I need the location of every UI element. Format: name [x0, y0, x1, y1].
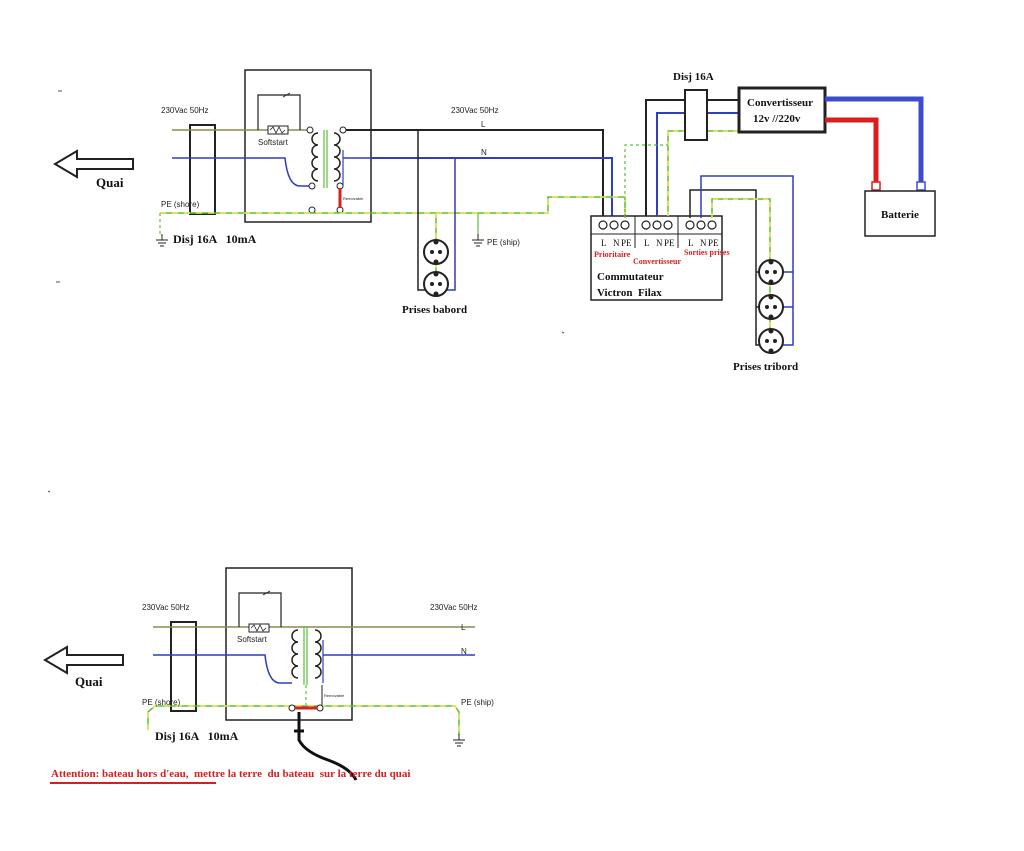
terminal-label: L: [688, 238, 694, 248]
converter-label-2: 12v //220v: [753, 113, 801, 125]
pe-shore-label: PE (shore): [161, 200, 200, 209]
voltage-left-label: 230Vac 50Hz: [161, 106, 208, 115]
removable-label: Removable: [324, 693, 345, 698]
socket-icon: [758, 327, 784, 355]
transformer-secondary-coil: [333, 132, 341, 182]
softstart-label: Softstart: [237, 635, 268, 644]
pe-ship-label: PE (ship): [487, 238, 520, 247]
line-l-label: L: [481, 120, 486, 129]
victron-filax-switch: [590, 215, 723, 301]
softstart-resistor: [248, 623, 270, 633]
voltage-right-label: 230Vac 50Hz: [451, 106, 498, 115]
shore-breaker: [170, 621, 197, 712]
shore-ground-icon: [155, 233, 169, 247]
shore-arrow-icon: [54, 150, 134, 178]
voltage-left-label: 230Vac 50Hz: [142, 603, 189, 612]
terminal-label: N: [700, 238, 707, 248]
socket-icon: [758, 258, 784, 286]
quai-label: Quai: [75, 674, 103, 689]
battery: [864, 190, 936, 237]
ship-ground-icon: [452, 733, 466, 747]
terminal-labels: L N PE L N PE L N PE: [601, 238, 719, 248]
commutateur-label-1: Commutateur: [597, 271, 664, 283]
battery-label: Batterie: [881, 209, 919, 221]
terminal-label: L: [601, 238, 607, 248]
prises-tribord-label: Prises tribord: [733, 361, 798, 373]
pe-ship-label: PE (ship): [461, 698, 494, 707]
removable-label: Removable: [343, 196, 364, 201]
isolation-transformer-box: [244, 69, 372, 223]
convertisseur-terminal-label: Convertisseur: [633, 257, 681, 266]
terminal-label: PE: [664, 238, 675, 248]
breaker-label: Disj 16A 10mA: [173, 232, 257, 246]
terminal-screws: [598, 220, 717, 230]
terminal-label: PE: [708, 238, 719, 248]
shore-arrow-icon: [44, 646, 124, 674]
sorties-prises-label: Sorties prises: [684, 248, 730, 257]
bottom-diagram: Quai 230Vac 50Hz 230Vac 50Hz Softstart R…: [44, 490, 494, 784]
socket-icon: [758, 293, 784, 321]
isolation-transformer-box: [225, 567, 353, 721]
terminal-label: N: [656, 238, 663, 248]
ground-cable: [297, 712, 358, 781]
converter-breaker-label: Disj 16A: [673, 71, 714, 83]
converter-label-1: Convertisseur: [747, 97, 813, 109]
transformer-secondary-coil: [314, 629, 322, 679]
prises-babord-label: Prises babord: [402, 304, 467, 316]
line-l-label: L: [461, 623, 466, 632]
shore-breaker: [189, 124, 216, 215]
top-diagram: Quai 230Vac 50Hz 230Vac 50Hz Softstart R…: [54, 69, 936, 373]
socket-icon: [423, 270, 449, 298]
terminal-label: PE: [621, 238, 632, 248]
line-n-label: N: [481, 148, 487, 157]
socket-icon: [423, 238, 449, 266]
breaker-label: Disj 16A 10mA: [155, 729, 239, 743]
softstart-resistor: [267, 125, 289, 135]
transformer-primary-coil: [311, 132, 319, 182]
voltage-right-label: 230Vac 50Hz: [430, 603, 477, 612]
pe-shore-label: PE (shore): [142, 698, 181, 707]
ship-ground-icon: [471, 233, 485, 247]
quai-label: Quai: [96, 175, 124, 190]
terminal-label: L: [644, 238, 650, 248]
attention-note: Attention: bateau hors d'eau, mettre la …: [51, 768, 410, 780]
converter-breaker: [684, 89, 708, 141]
commutateur-label-2: Victron Filax: [597, 287, 662, 299]
converter-box: [737, 86, 827, 134]
transformer-primary-coil: [291, 629, 299, 679]
prioritaire-label: Prioritaire: [594, 250, 631, 259]
terminal-label: N: [613, 238, 620, 248]
line-n-label: N: [461, 647, 467, 656]
softstart-label: Softstart: [258, 138, 289, 147]
